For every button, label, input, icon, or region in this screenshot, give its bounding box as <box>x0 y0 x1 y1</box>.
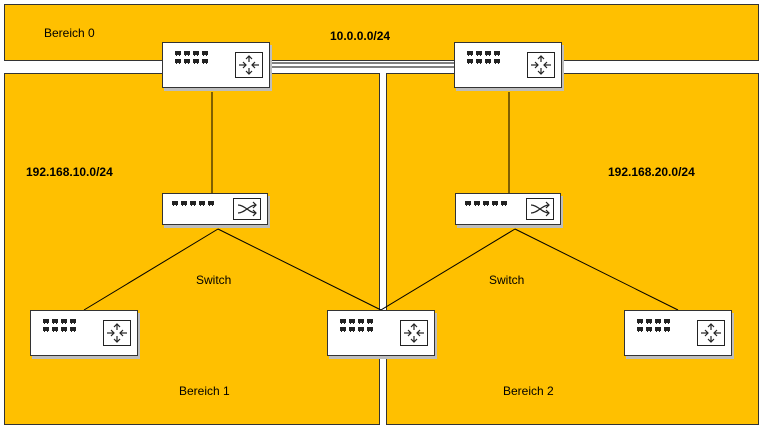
port <box>193 59 199 64</box>
router-backbone-right <box>454 42 562 88</box>
port-group <box>465 201 507 206</box>
port <box>43 327 49 332</box>
port-group <box>172 201 214 206</box>
router-icon <box>527 52 555 78</box>
port <box>637 327 643 332</box>
port <box>646 327 652 332</box>
port <box>467 59 473 64</box>
port <box>349 327 355 332</box>
port <box>492 201 498 206</box>
port <box>52 327 58 332</box>
area-0-label: Bereich 0 <box>44 26 95 40</box>
port <box>664 327 670 332</box>
port <box>465 201 471 206</box>
port <box>202 51 208 56</box>
router-icon <box>400 320 428 346</box>
port <box>172 201 178 206</box>
switch-area1 <box>162 193 268 225</box>
port <box>474 201 480 206</box>
area-2-switch-label: Switch <box>489 273 525 287</box>
router-icon <box>235 52 263 78</box>
area-2 <box>386 73 759 425</box>
port-group <box>340 319 373 332</box>
area-1-label: Bereich 1 <box>179 384 230 398</box>
port-group <box>43 319 76 332</box>
area-0-network: 10.0.0.0/24 <box>330 29 391 43</box>
port <box>358 327 364 332</box>
port <box>193 51 199 56</box>
port <box>190 201 196 206</box>
port <box>485 51 491 56</box>
port <box>184 59 190 64</box>
port <box>52 319 58 324</box>
router-icon <box>103 320 131 346</box>
port <box>208 201 214 206</box>
area-0-backbone <box>4 4 759 61</box>
link-switch2-router-center <box>380 228 516 311</box>
port <box>340 327 346 332</box>
port <box>485 59 491 64</box>
port <box>43 319 49 324</box>
port <box>467 51 473 56</box>
port <box>494 51 500 56</box>
area-2-label: Bereich 2 <box>503 384 554 398</box>
port <box>61 327 67 332</box>
port-group <box>637 319 670 332</box>
link-switch1-router-area1 <box>83 228 219 311</box>
port-group <box>175 51 208 64</box>
router-center <box>327 310 435 356</box>
port <box>476 59 482 64</box>
switch-icon <box>526 198 554 220</box>
router-area2-right <box>624 310 732 356</box>
port <box>349 319 355 324</box>
port <box>501 201 507 206</box>
area-2-network: 192.168.20.0/24 <box>608 165 695 179</box>
port <box>494 59 500 64</box>
area-1-switch-label: Switch <box>196 273 232 287</box>
port <box>655 327 661 332</box>
port <box>483 201 489 206</box>
port <box>175 51 181 56</box>
router-area1-left <box>30 310 138 356</box>
router-backbone-left <box>162 42 270 88</box>
port <box>646 319 652 324</box>
port <box>367 327 373 332</box>
link-switch1-router-center <box>217 228 382 311</box>
port <box>340 319 346 324</box>
port <box>367 319 373 324</box>
port <box>664 319 670 324</box>
port <box>476 51 482 56</box>
port <box>61 319 67 324</box>
port <box>655 319 661 324</box>
switch-area2 <box>455 193 561 225</box>
port <box>181 201 187 206</box>
port <box>184 51 190 56</box>
area-1-network: 192.168.10.0/24 <box>26 165 113 179</box>
port <box>70 327 76 332</box>
port <box>199 201 205 206</box>
port <box>358 319 364 324</box>
port <box>202 59 208 64</box>
link-switch2-router-area2 <box>514 228 679 311</box>
switch-icon <box>233 198 261 220</box>
router-icon <box>697 320 725 346</box>
area-1 <box>4 73 380 425</box>
port <box>175 59 181 64</box>
port-group <box>467 51 500 64</box>
port <box>637 319 643 324</box>
port <box>70 319 76 324</box>
